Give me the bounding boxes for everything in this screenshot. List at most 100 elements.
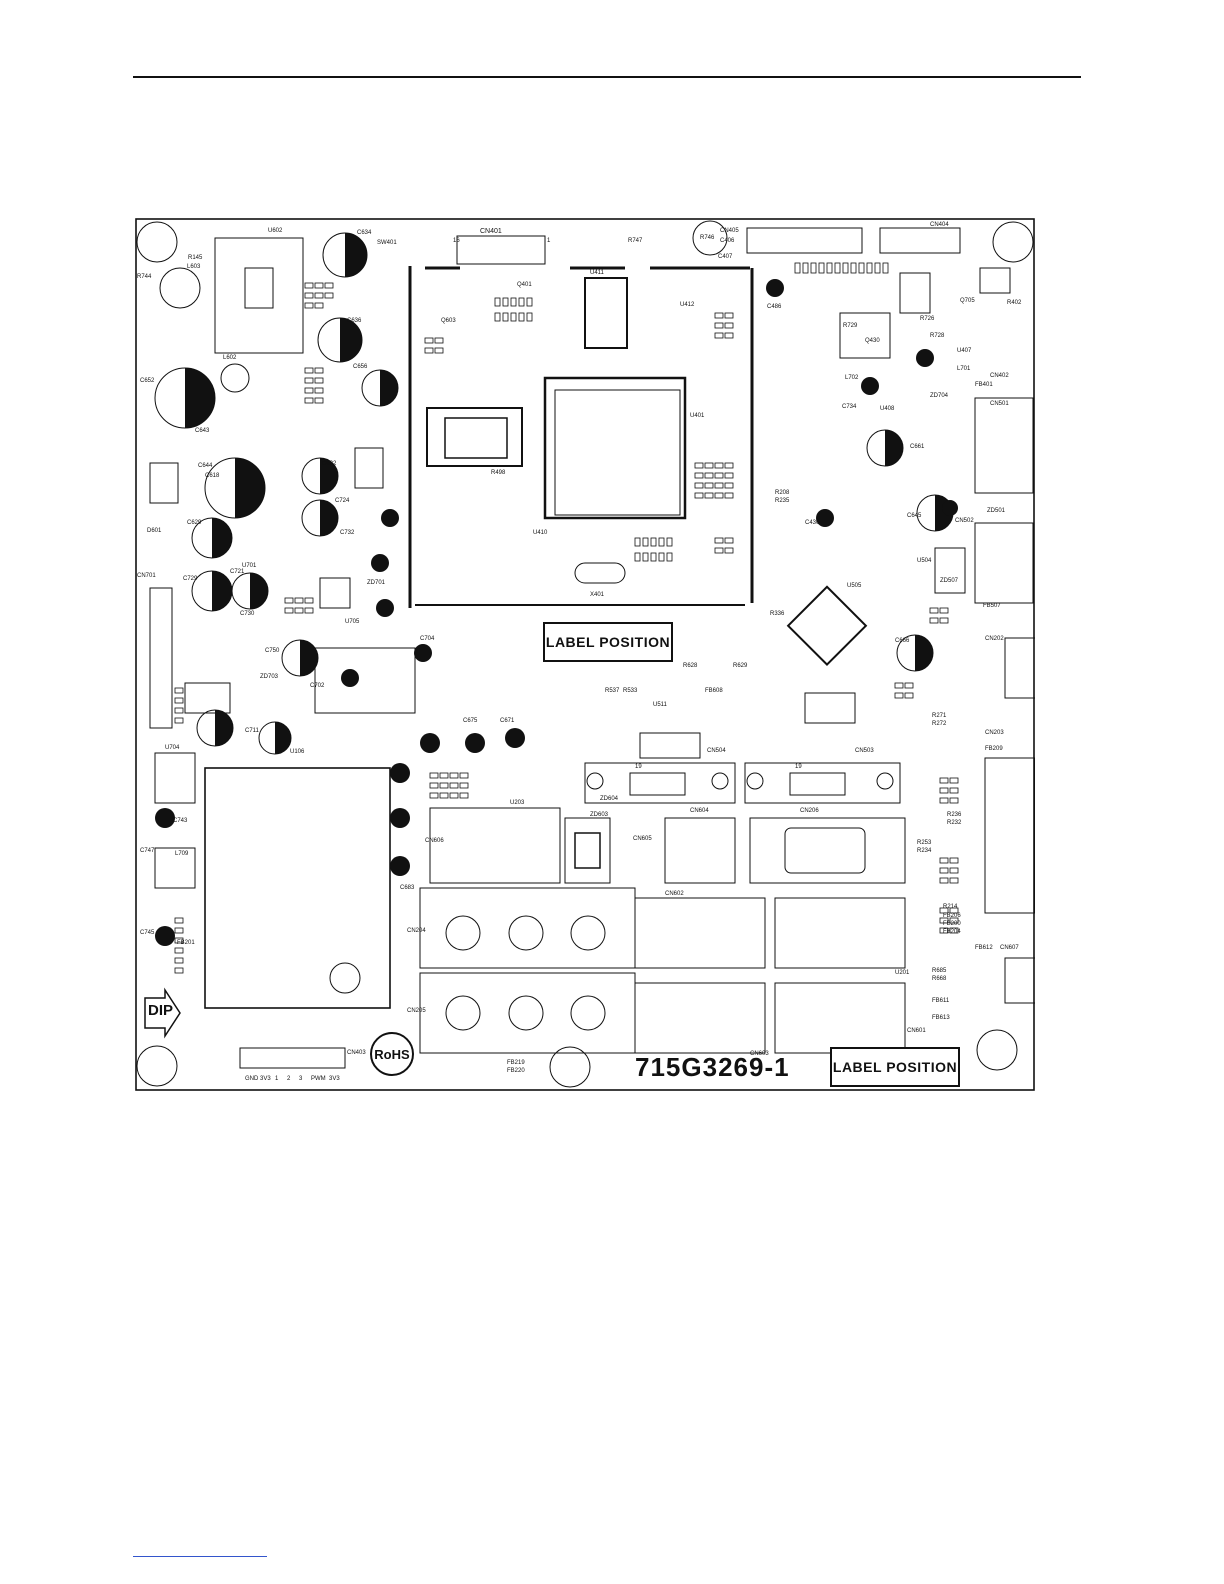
part-label: C645 bbox=[907, 513, 922, 519]
part-label: FB204 bbox=[943, 929, 961, 935]
connector-label: CN602 bbox=[665, 891, 684, 897]
part-label: C675 bbox=[463, 718, 478, 724]
part-label: R729 bbox=[843, 323, 858, 329]
connector-label: CN605 bbox=[633, 836, 652, 842]
connector-label: CN603 bbox=[750, 1051, 769, 1057]
footnote-rule bbox=[133, 1556, 267, 1557]
chip-label: U602 bbox=[268, 228, 283, 234]
part-label: C636 bbox=[347, 318, 362, 324]
part-label: R272 bbox=[932, 721, 947, 727]
part-label: FB608 bbox=[705, 688, 723, 694]
dip-mark: DIP bbox=[148, 1002, 174, 1019]
chip-label: SW401 bbox=[377, 240, 397, 246]
part-label: FB201 bbox=[177, 940, 195, 946]
part-label: R629 bbox=[733, 663, 748, 669]
chip-label: U203 bbox=[510, 800, 525, 806]
pin-label: 2 bbox=[287, 1076, 291, 1082]
part-label: C721 bbox=[230, 569, 245, 575]
chip-label: U408 bbox=[880, 406, 895, 412]
connector-label: CN405 bbox=[720, 228, 739, 234]
part-label: C745 bbox=[140, 930, 155, 936]
part-label: R498 bbox=[491, 470, 506, 476]
part-label: C430 bbox=[805, 520, 820, 526]
part-label: C634 bbox=[357, 230, 372, 236]
part-label: L602 bbox=[223, 355, 237, 361]
connector-label: CN607 bbox=[1000, 945, 1019, 951]
pin-label: 16 bbox=[453, 238, 460, 244]
pin-label: 19 bbox=[795, 764, 802, 770]
part-label: R235 bbox=[775, 498, 790, 504]
part-label: FB613 bbox=[932, 1015, 950, 1021]
part-label: FB209 bbox=[985, 746, 1003, 752]
part-label: FB220 bbox=[507, 1068, 525, 1074]
connector-label: CN606 bbox=[425, 838, 444, 844]
pin-label: 3 bbox=[299, 1076, 303, 1082]
pcb-layout: LABEL POSITION LABEL POSITION 715G3269-1… bbox=[135, 218, 1035, 1091]
connector-label: CN401 bbox=[480, 228, 502, 235]
part-label: C729 bbox=[183, 576, 198, 582]
part-label: R537 bbox=[605, 688, 620, 694]
part-label: C644 bbox=[198, 463, 213, 469]
part-label: C643 bbox=[195, 428, 210, 434]
part-label: R746 bbox=[700, 235, 715, 241]
chip-label: U407 bbox=[957, 348, 972, 354]
part-label: C734 bbox=[842, 404, 857, 410]
part-label: R685 bbox=[932, 968, 947, 974]
connector-label: CN403 bbox=[347, 1050, 366, 1056]
chip-label: U701 bbox=[242, 563, 257, 569]
part-label: C732 bbox=[340, 530, 355, 536]
part-label: C407 bbox=[718, 254, 733, 260]
pin-label: 3V3 bbox=[260, 1076, 271, 1082]
part-label: ZD703 bbox=[260, 674, 279, 680]
connector-label: CN206 bbox=[800, 808, 819, 814]
connector-label: CN202 bbox=[985, 636, 1004, 642]
part-label: C666 bbox=[895, 638, 910, 644]
part-label: C629 bbox=[187, 520, 202, 526]
part-label: C683 bbox=[400, 885, 415, 891]
part-label: FB612 bbox=[975, 945, 993, 951]
part-label: R271 bbox=[932, 713, 947, 719]
connector-label: CN203 bbox=[985, 730, 1004, 736]
connector-label: CN601 bbox=[907, 1028, 926, 1034]
part-label: C486 bbox=[767, 304, 782, 310]
chip-label: U504 bbox=[917, 558, 932, 564]
part-label: R253 bbox=[917, 840, 932, 846]
chip-label: U511 bbox=[653, 702, 667, 708]
part-label: FB206 bbox=[943, 913, 961, 919]
part-label: R232 bbox=[947, 820, 962, 826]
chip-label: U401 bbox=[690, 413, 705, 419]
part-label: R208 bbox=[775, 490, 790, 496]
connector-label: CN504 bbox=[707, 748, 726, 754]
pin-label: 1 bbox=[547, 238, 551, 244]
part-label: R628 bbox=[683, 663, 698, 669]
part-label: C622 bbox=[322, 461, 337, 467]
connector-label: CN604 bbox=[690, 808, 709, 814]
connector-label: CN503 bbox=[855, 748, 874, 754]
part-label: Q603 bbox=[441, 318, 456, 324]
part-label: R336 bbox=[770, 611, 785, 617]
part-label: U412 bbox=[680, 302, 695, 308]
part-label: C747 bbox=[140, 848, 155, 854]
chip-label: U106 bbox=[290, 749, 305, 755]
part-label: R728 bbox=[930, 333, 945, 339]
part-label: C652 bbox=[140, 378, 155, 384]
part-label: U410 bbox=[533, 530, 548, 536]
part-label: R747 bbox=[628, 238, 643, 244]
pin-label: GND bbox=[245, 1076, 259, 1082]
part-label: C704 bbox=[420, 636, 435, 642]
board-part-number: 715G3269-1 bbox=[635, 1052, 790, 1082]
part-label: ZD603 bbox=[590, 812, 609, 818]
rohs-mark: RoHS bbox=[370, 1032, 414, 1076]
part-label: C656 bbox=[353, 364, 368, 370]
top-rule bbox=[133, 76, 1081, 78]
part-label: Q401 bbox=[517, 282, 532, 288]
part-label: C724 bbox=[335, 498, 350, 504]
part-label: L603 bbox=[187, 264, 201, 270]
part-label: L701 bbox=[957, 366, 971, 372]
part-label: D601 bbox=[147, 528, 162, 534]
part-label: R726 bbox=[920, 316, 935, 322]
connector-label: CN402 bbox=[990, 373, 1009, 379]
part-label: FB200 bbox=[943, 921, 961, 927]
pin-label: PWM bbox=[311, 1076, 326, 1082]
part-label: C406 bbox=[720, 238, 735, 244]
